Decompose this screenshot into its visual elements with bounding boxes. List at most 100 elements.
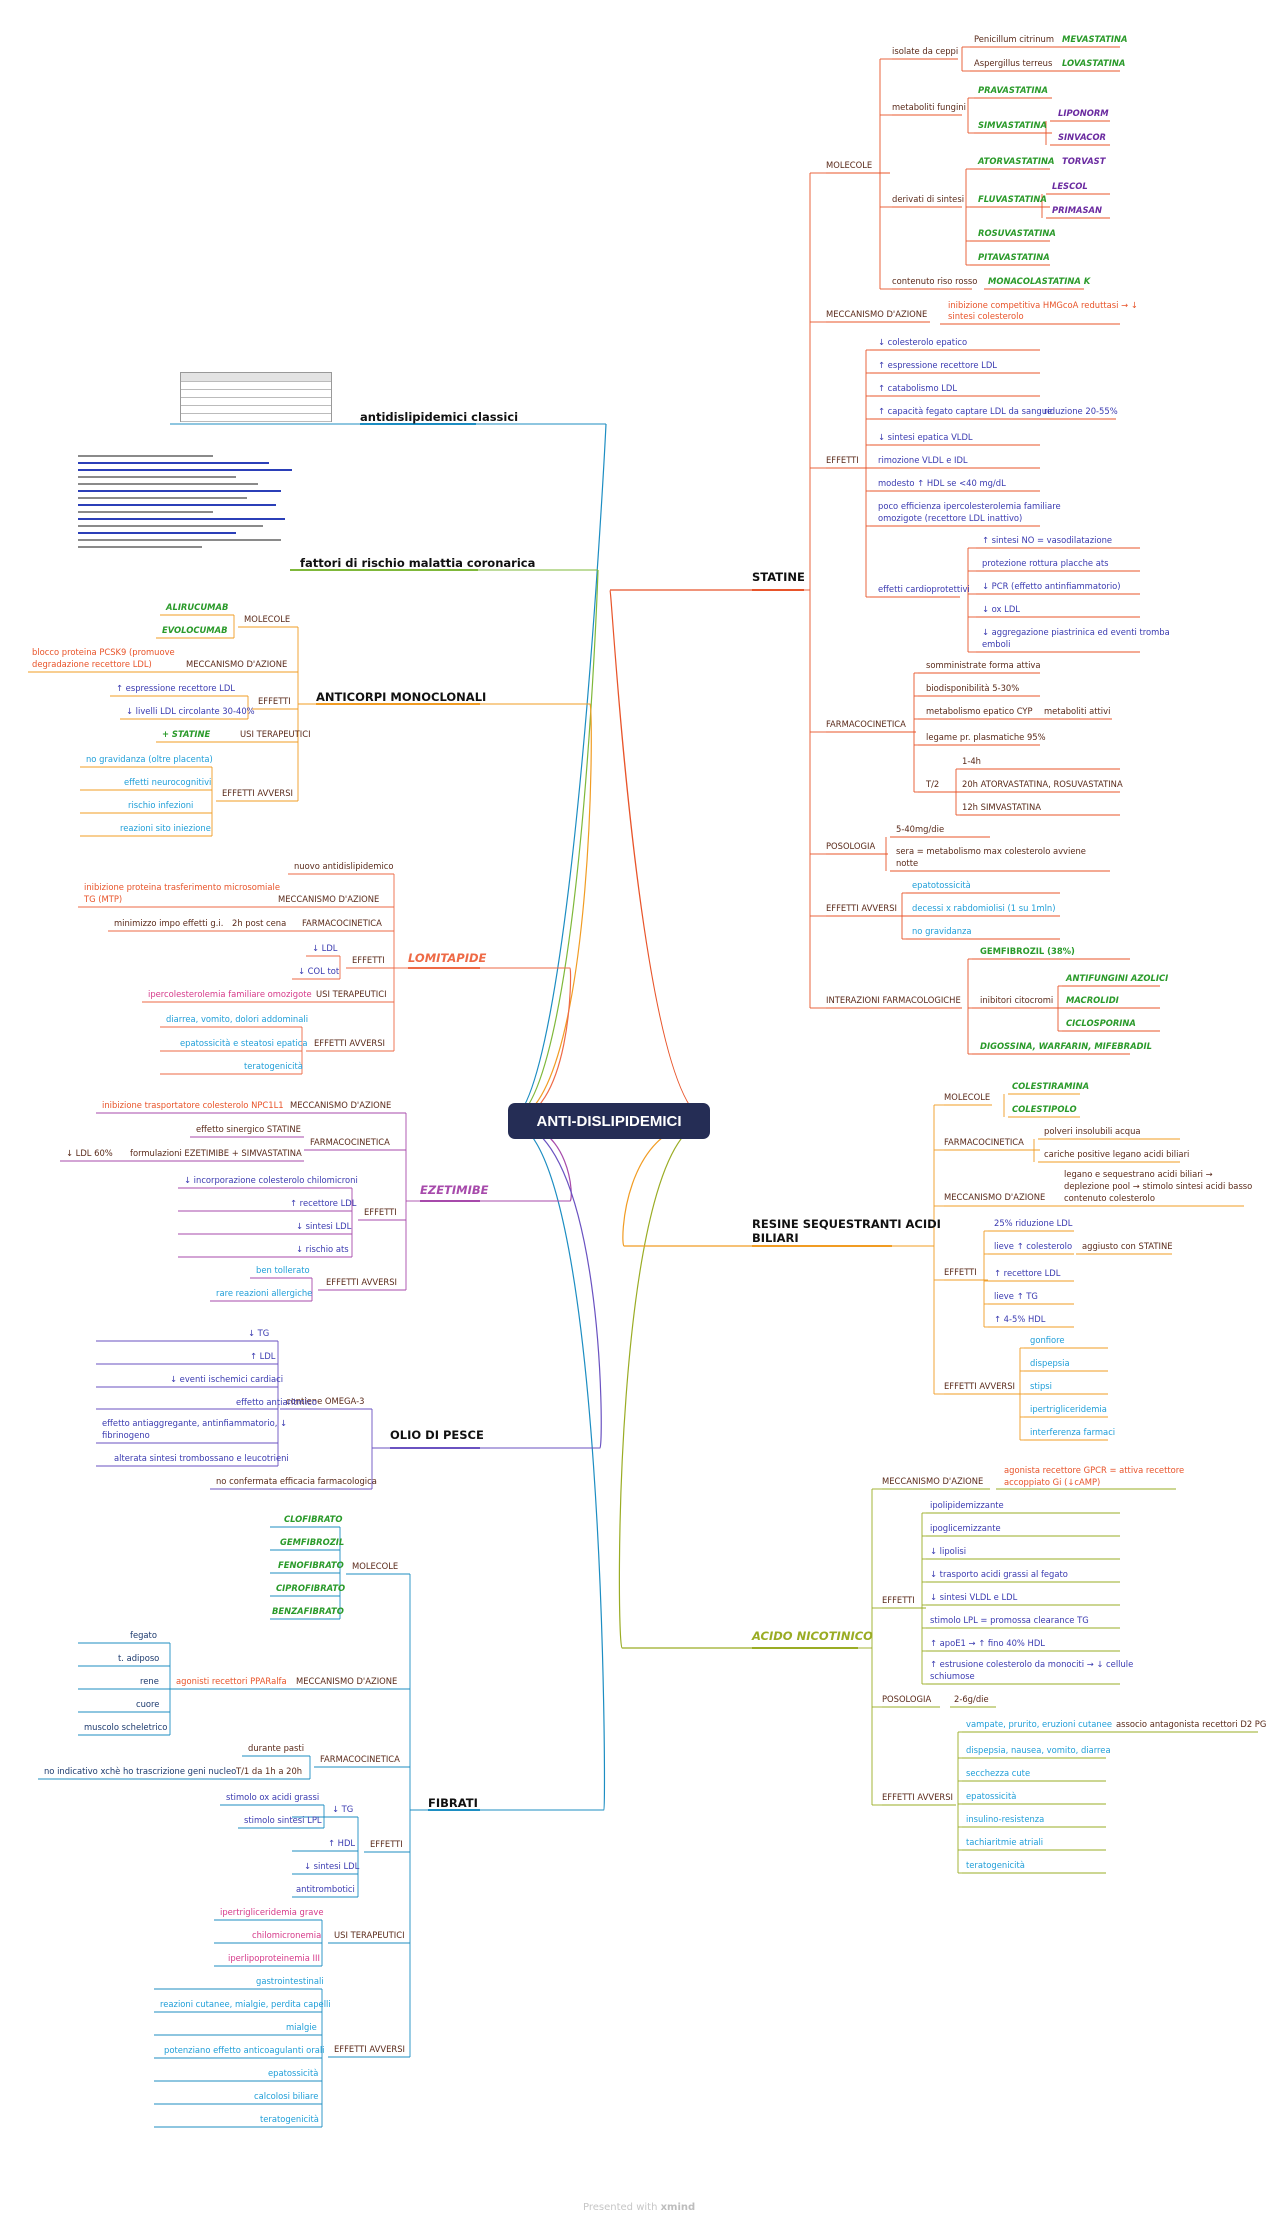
topic-ac-mecc[interactable]: MECCANISMO D'AZIONE [882,1476,984,1486]
topic-st-f2[interactable]: biodisponibilità 5-30% [926,683,1020,693]
topic-st-c2[interactable]: protezione rottura placche ats [982,558,1109,568]
topic-fi-u3[interactable]: iperlipoproteinemia III [228,1953,320,1963]
topic-fi-e3[interactable]: ↓ sintesi LDL [304,1861,360,1871]
topic-fi-a3[interactable]: mialgie [286,2022,317,2032]
topic-st-rosuv[interactable]: ROSUVASTATINA [978,228,1056,238]
topic-fi-a6[interactable]: calcolosi biliare [254,2091,319,2101]
topic-fi-a2[interactable]: reazioni cutanee, mialgie, perdita capel… [160,1999,331,2009]
topic-fi-m1[interactable]: CLOFIBRATO [284,1514,343,1524]
topic-ez-f3[interactable]: ↓ LDL 60% [66,1148,113,1158]
topic-lo-nuovo[interactable]: nuovo antidislipidemico [294,861,394,871]
topic-fi-eff[interactable]: EFFETTI [370,1839,403,1849]
topic-an-m1[interactable]: blocco proteina PCSK9 (promuove [32,647,175,657]
topic-st-icit[interactable]: inibitori citocromi [980,995,1054,1005]
topic-ac-a2[interactable]: dispepsia, nausea, vomito, diarrea [966,1745,1111,1755]
topic-st-i2[interactable]: ANTIFUNGINI AZOLICI [1066,973,1169,983]
topic-st-atorv[interactable]: ATORVASTATINA [978,156,1055,166]
topic-fibrati[interactable]: FIBRATI [428,1796,478,1810]
topic-lo-a3[interactable]: teratogenicità [244,1061,303,1071]
topic-fi-mol[interactable]: MOLECOLE [352,1561,399,1571]
topic-fi-e1[interactable]: ↓ TG [332,1804,354,1814]
topic-st-a2[interactable]: decessi x rabdomiolisi (1 su 1mln) [912,903,1056,913]
topic-re-avv[interactable]: EFFETTI AVVERSI [944,1381,1015,1391]
topic-ac-m1[interactable]: agonista recettore GPCR = attiva recetto… [1004,1465,1185,1475]
topic-st-e7[interactable]: modesto ↑ HDL se <40 mg/dL [878,478,1006,488]
topic-lo-avv[interactable]: EFFETTI AVVERSI [314,1038,385,1048]
topic-an-mecc[interactable]: MECCANISMO D'AZIONE [186,659,288,669]
topic-fi-t3[interactable]: rene [140,1676,159,1686]
topic-st-i4[interactable]: CICLOSPORINA [1066,1018,1136,1028]
topic-re-a4[interactable]: ipertrigliceridemia [1030,1404,1107,1414]
topic-st-p1[interactable]: 5-40mg/die [896,824,945,834]
topic-st-t2[interactable]: T/2 [926,779,940,789]
topic-fi-t2[interactable]: t. adiposo [118,1653,160,1663]
topic-lo-u1[interactable]: ipercolesterolemia familiare omozigote [148,989,312,999]
topic-re-e3[interactable]: ↑ recettore LDL [994,1268,1061,1278]
topic-st-prav[interactable]: PRAVASTATINA [978,85,1048,95]
topic-ol-omega[interactable]: contiene OMEGA-3 [286,1396,365,1406]
topic-st-fluv[interactable]: FLUVASTATINA [978,194,1047,204]
topic-ac-a3[interactable]: secchezza cute [966,1768,1031,1778]
topic-ol-3[interactable]: ↓ eventi ischemici cardiaci [170,1374,284,1384]
topic-re-e5[interactable]: ↑ 4-5% HDL [994,1314,1046,1324]
topic-fi-a4[interactable]: potenziano effetto anticoagulanti orali [164,2045,325,2055]
topic-lo-mecc[interactable]: MECCANISMO D'AZIONE [278,894,380,904]
topic-fi-m3[interactable]: FENOFIBRATO [278,1560,344,1570]
topic-ac-e1[interactable]: ipolipidemizzante [930,1500,1004,1510]
topic-fi-m4[interactable]: CIPROFIBRATO [276,1583,346,1593]
topic-an-avv[interactable]: EFFETTI AVVERSI [222,788,293,798]
topic-fi-e4[interactable]: antitrombotici [296,1884,355,1894]
topic-ol-2[interactable]: ↑ LDL [250,1351,276,1361]
topic-ac-a6[interactable]: tachiaritmie atriali [966,1837,1044,1847]
topic-fi-mecc[interactable]: MECCANISMO D'AZIONE [296,1676,398,1686]
topic-st-eff[interactable]: EFFETTI [826,455,859,465]
topic-fi-f1[interactable]: durante pasti [248,1743,305,1753]
topic-st-deriv[interactable]: derivati di sintesi [892,194,965,204]
topic-st-iso[interactable]: isolate da ceppi [892,46,959,56]
topic-lo-a1[interactable]: diarrea, vomito, dolori addominali [166,1014,309,1024]
topic-st-c1[interactable]: ↑ sintesi NO = vasodilatazione [982,535,1113,545]
topic-re-mecc[interactable]: MECCANISMO D'AZIONE [944,1192,1046,1202]
topic-acido[interactable]: ACIDO NICOTINICO [752,1629,873,1643]
topic-an-evol[interactable]: EVOLOCUMAB [162,625,228,635]
topic-re-m3[interactable]: contenuto colesterolo [1064,1193,1156,1203]
topic-an-mol[interactable]: MOLECOLE [244,614,291,624]
topic-ac-e3[interactable]: ↓ lipolisi [930,1546,967,1556]
topic-st-f1[interactable]: somministrate forma attiva [926,660,1041,670]
topic-ol-6[interactable]: alterata sintesi trombossano e leucotrie… [114,1453,289,1463]
topic-st-mecc[interactable]: MECCANISMO D'AZIONE [826,309,928,319]
topic-fi-t1[interactable]: fegato [130,1630,157,1640]
topic-ac-eff[interactable]: EFFETTI [882,1595,915,1605]
topic-st-f4[interactable]: legame pr. plasmatiche 95% [926,732,1046,742]
topic-re-a5[interactable]: interferenza farmaci [1030,1427,1116,1437]
topic-ac-e8a[interactable]: ↑ estrusione colesterolo da monociti → ↓… [930,1659,1134,1669]
topic-fi-usi[interactable]: USI TERAPEUTICI [334,1930,405,1940]
topic-re-e4[interactable]: lieve ↑ TG [994,1291,1038,1301]
topic-ac-e4[interactable]: ↓ trasporto acidi grassi al fegato [930,1569,1068,1579]
topic-st-penic[interactable]: Penicillum citrinum [974,34,1055,44]
topic-fi-u1[interactable]: ipertrigliceridemia grave [220,1907,324,1917]
topic-lo-usi[interactable]: USI TERAPEUTICI [316,989,387,999]
topic-st-a3[interactable]: no gravidanza [912,926,972,936]
topic-fi-t4[interactable]: cuore [136,1699,160,1709]
topic-fattori[interactable]: fattori di rischio malattia coronarica [300,556,536,570]
topic-ac-p1[interactable]: 2-6g/die [954,1694,989,1704]
topic-ac-a1b[interactable]: associo antagonista recettori D2 PG [1116,1719,1267,1729]
topic-ac-e5[interactable]: ↓ sintesi VLDL e LDL [930,1592,1018,1602]
topic-ez-e3[interactable]: ↓ sintesi LDL [296,1221,352,1231]
topic-re-m2[interactable]: deplezione pool → stimolo sintesi acidi … [1064,1181,1253,1191]
topic-fi-a1[interactable]: gastrointestinali [256,1976,324,1986]
topic-anticorpi[interactable]: ANTICORPI MONOCLONALI [316,690,487,704]
topic-lomitapide[interactable]: LOMITAPIDE [408,951,487,965]
topic-ac-a1[interactable]: vampate, prurito, eruzioni cutanee [966,1719,1113,1729]
topic-ez-e2[interactable]: ↑ recettore LDL [290,1198,357,1208]
topic-lo-farm[interactable]: FARMACOCINETICA [302,918,382,928]
topic-st-lescol[interactable]: LESCOL [1052,181,1088,191]
topic-st-simv[interactable]: SIMVASTATINA [978,120,1047,130]
topic-ez-a2[interactable]: rare reazioni allergiche [216,1288,313,1298]
topic-st-e4[interactable]: ↑ capacità fegato captare LDL da sangue [878,406,1053,416]
topic-re-f1[interactable]: polveri insolubili acqua [1044,1126,1141,1136]
topic-fi-a7[interactable]: teratogenicità [260,2114,319,2124]
topic-st-lipon[interactable]: LIPONORM [1058,108,1109,118]
topic-classici[interactable]: antidislipidemici classici [360,410,519,424]
